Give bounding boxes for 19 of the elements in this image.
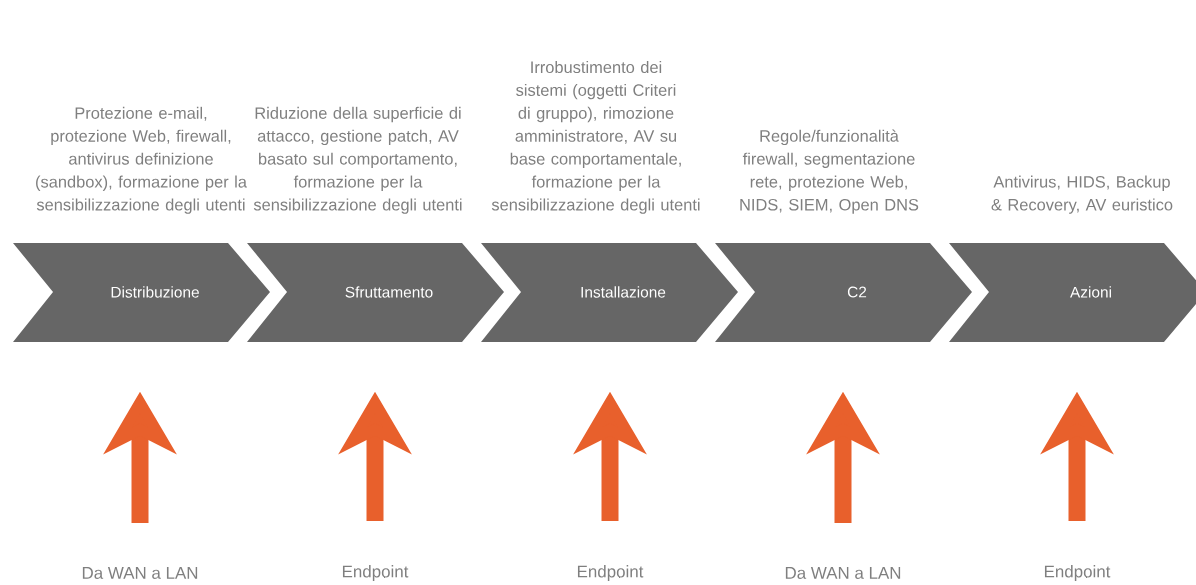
category-label: Da WAN a LAN (785, 567, 901, 579)
category-label: Endpoint (342, 565, 409, 581)
node-label: Sfruttamento (345, 286, 433, 298)
node-label: C2 (847, 286, 867, 298)
description-text: Protezione e-mail, protezione Web, firewall, antivirus definizione (sandbox), formazione per la sensibilizzazione degli utenti (36, 106, 247, 214)
category-label: Da WAN a LAN (82, 567, 198, 579)
chevron-step: C2 (715, 243, 972, 342)
description-text: Riduzione della superficie di attacco, gestione patch, AV basato sul comportamento, formazione per la sensibilizzazione degli utenti (253, 106, 462, 214)
chevron-step: Distribuzione (13, 243, 270, 342)
chevron-step: Azioni (949, 243, 1196, 342)
chevron-step: Installazione (481, 243, 738, 342)
chevron-step: Sfruttamento (247, 243, 504, 342)
description-text: Antivirus, HIDS, Backup & Recovery, AV euristico (991, 175, 1173, 214)
category-label: Endpoint (1044, 565, 1111, 581)
category-label: Endpoint (577, 565, 644, 581)
description-text: Irrobustimento dei sistemi (oggetti Criteri di gruppo), rimozione amministratore, AV su base comportamentale, formazione per la sensibilizzazione degli utenti (491, 61, 700, 214)
description-text: Regole/funzionalità firewall, segmentazione rete, protezione Web, NIDS, SIEM, Open DNS (740, 129, 919, 214)
node-label: Installazione (581, 286, 666, 298)
node-label: Distribuzione (111, 286, 199, 298)
